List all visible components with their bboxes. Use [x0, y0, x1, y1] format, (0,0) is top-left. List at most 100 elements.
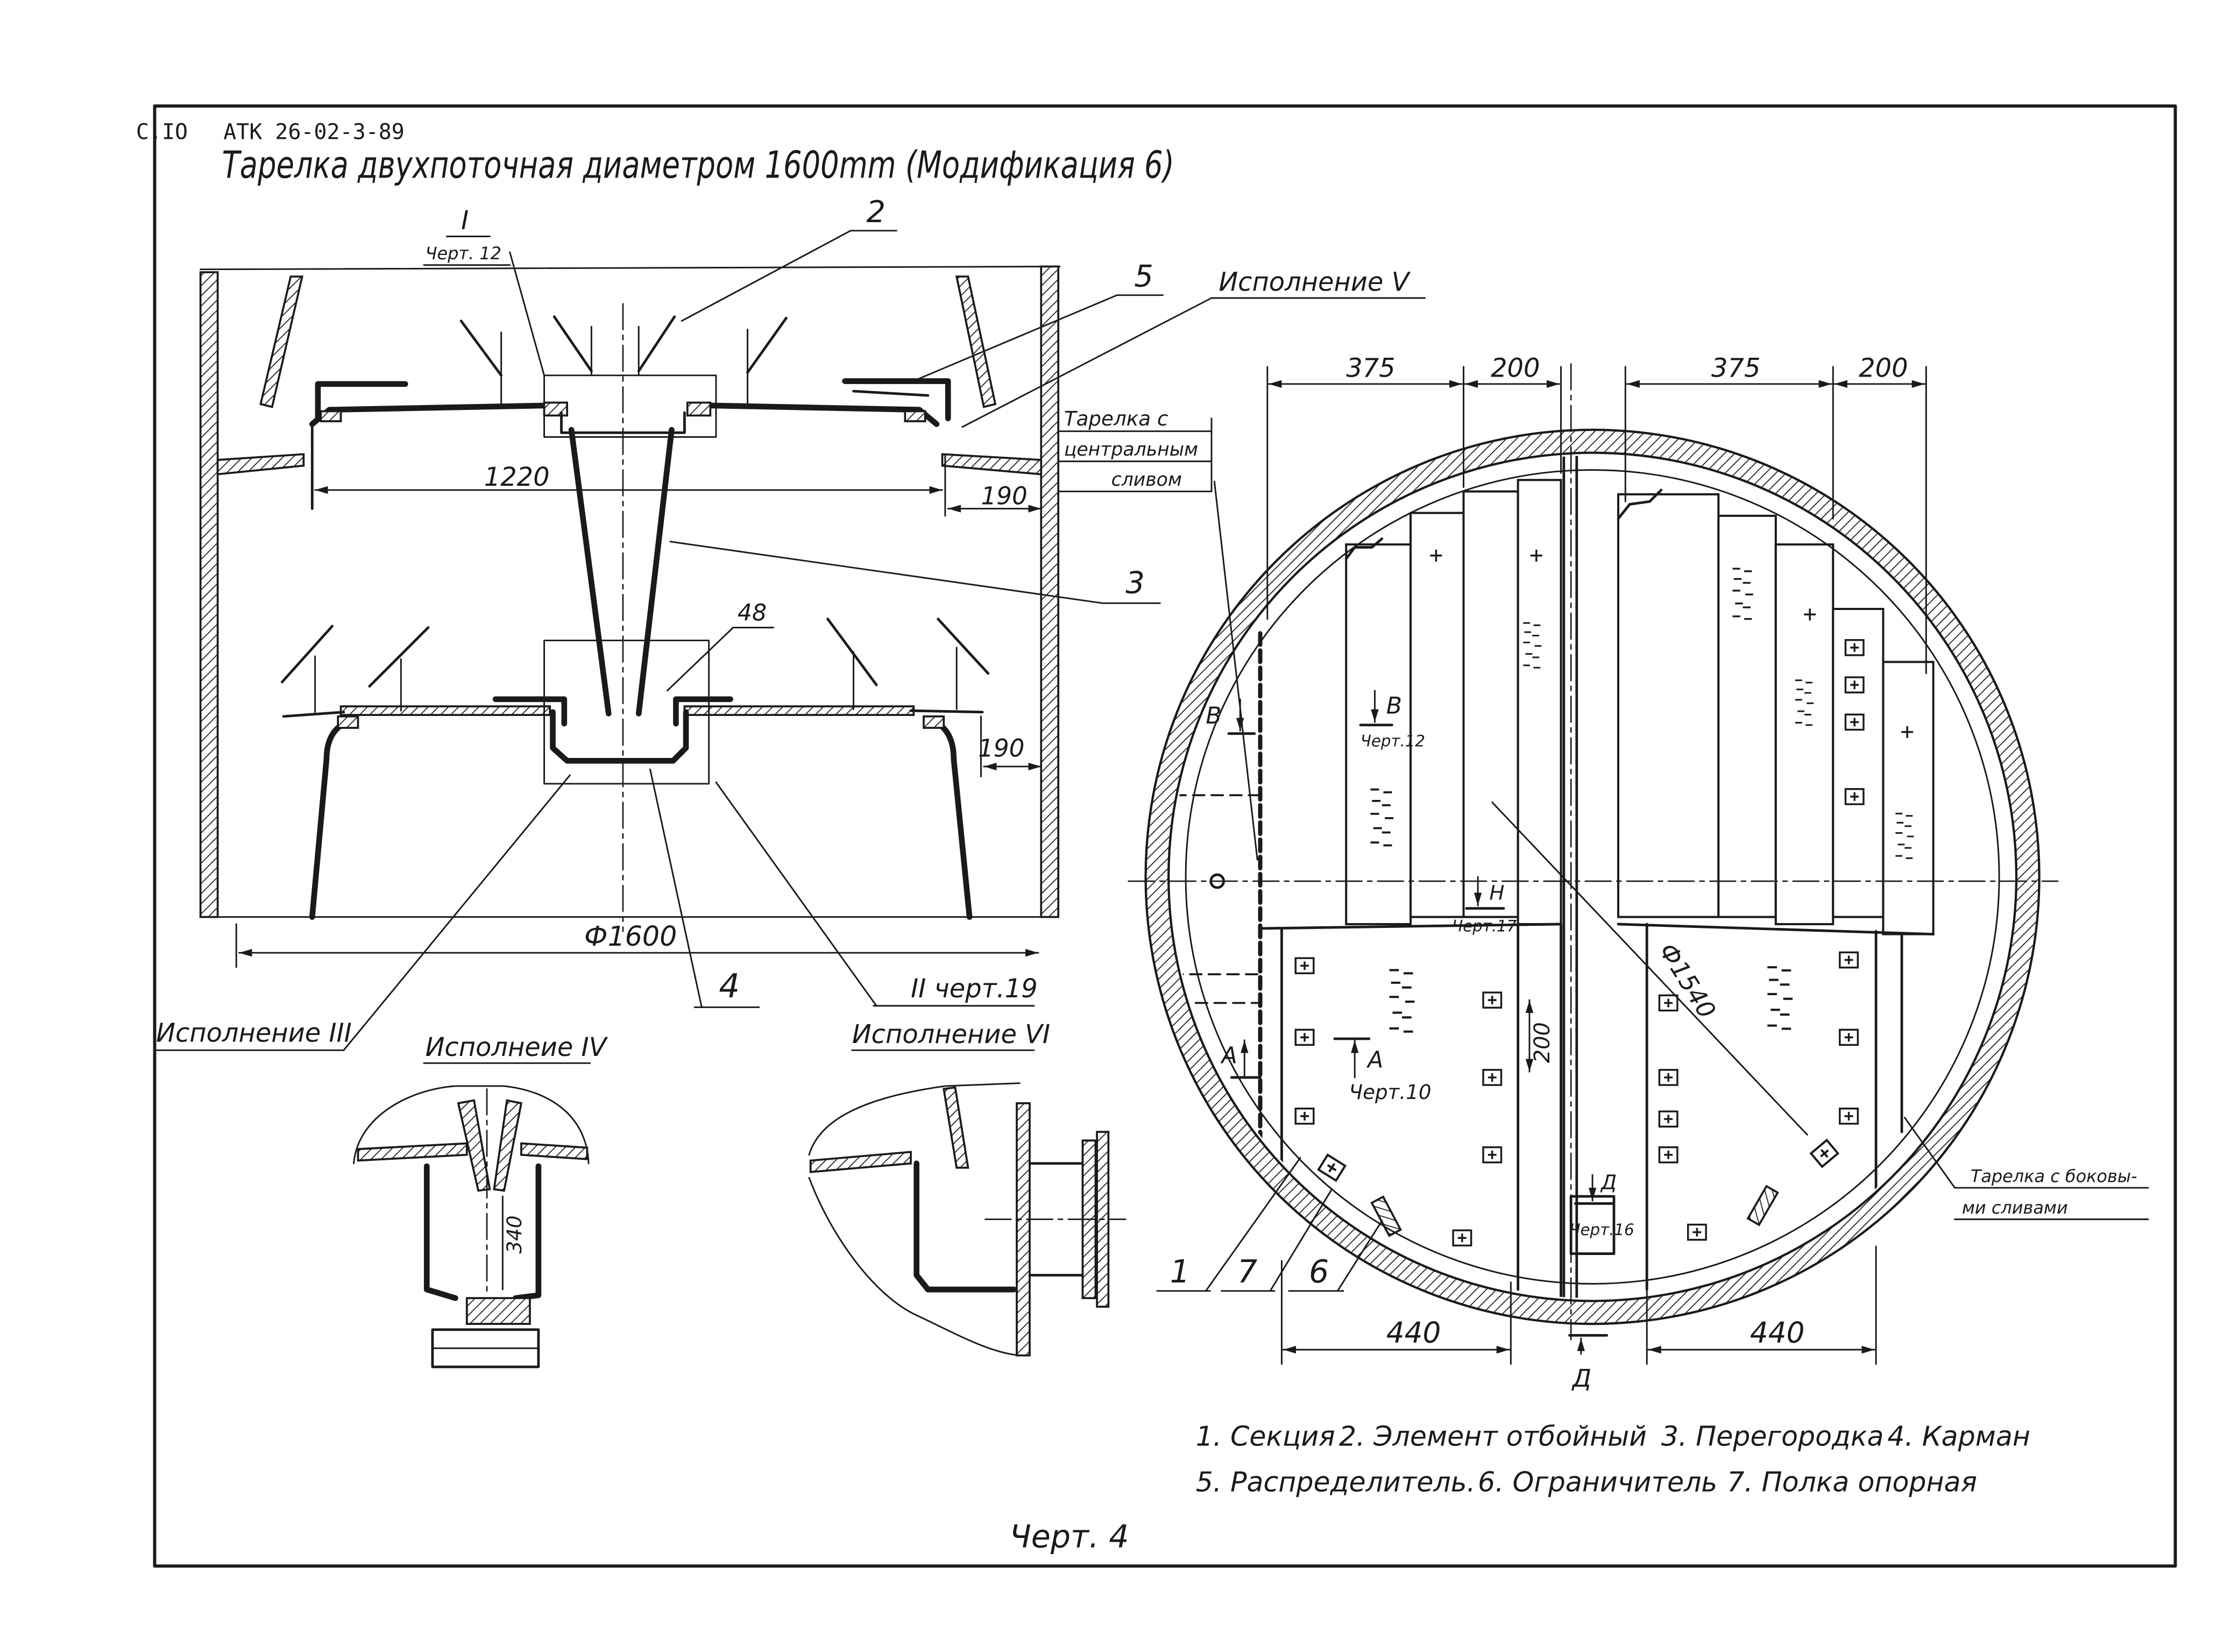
tray-plate-right — [707, 402, 940, 427]
distributor-left — [315, 381, 408, 422]
section-top-line — [200, 265, 1061, 271]
deflector-1 — [459, 320, 503, 377]
deflector-4 — [746, 316, 788, 374]
central-drain-label-3: сливом — [1111, 469, 1182, 491]
dim-190-bottom: 190 — [978, 734, 1024, 762]
detail-vi-plate — [809, 1151, 912, 1173]
lower-plate-right — [683, 705, 915, 716]
fastener-box — [1294, 1108, 1315, 1125]
sheet-number: С.IO — [136, 119, 188, 144]
document-code: АТК 26-02-3-89 — [223, 119, 405, 144]
detail-vi-wall — [1016, 1102, 1031, 1357]
section-ii-leader — [715, 781, 877, 1007]
fastener-box — [1844, 788, 1865, 805]
dim-1540-leader — [1491, 802, 1808, 1136]
section-strip — [1462, 490, 1519, 918]
variant-vi-label: Исполнение VI — [852, 1020, 1050, 1050]
plus-mark: + — [1900, 718, 1914, 745]
detail-vi-deflector — [943, 1086, 969, 1169]
callout-4-leader — [649, 768, 703, 1008]
inlet-flange-left — [543, 401, 568, 417]
fastener-box — [1452, 1229, 1472, 1247]
lower-deflector-4 — [937, 618, 990, 675]
detail-vi-skirt — [913, 1160, 1017, 1293]
section-a-left: А — [1220, 1042, 1237, 1069]
detail-vi-outline-bottom — [808, 1176, 1021, 1357]
fastener-box — [1839, 951, 1859, 969]
lower-deflector-1 — [281, 625, 334, 684]
upper-tray — [216, 315, 1043, 510]
legend-item: 3. Перегородка — [1661, 1420, 1884, 1452]
section-a-ref: Черт.10 — [1349, 1080, 1432, 1104]
support-ring-circle — [1185, 469, 2000, 1285]
fastener-box — [1844, 639, 1865, 656]
callout-6: 6 — [1309, 1253, 1329, 1290]
section-top-edge — [1617, 923, 1935, 935]
section-v-left: В — [1206, 703, 1221, 729]
lower-plate-right-edge — [909, 709, 984, 714]
partition-right — [635, 427, 675, 717]
detail-iv-deflector-right — [493, 1099, 523, 1192]
break-line — [1344, 537, 1384, 561]
title-block: С.IO АТК 26-02-3-89 Тарелка двухпоточная… — [136, 119, 1174, 187]
detail-vi-outline-top — [808, 1082, 1021, 1156]
section-d-ref: Черт.16 — [1569, 1221, 1634, 1239]
parts-legend: 1. Секция 2. Элемент отбойный 3. Перегор… — [1196, 1420, 2030, 1498]
section-strip — [1345, 543, 1412, 925]
column-shell-ring — [1144, 429, 2041, 1325]
overflow-tab-left — [492, 696, 568, 727]
pocket-frame — [543, 640, 710, 785]
section-top-edge — [1259, 923, 1562, 930]
callout-6-leader — [1336, 1219, 1383, 1292]
detail-iv-plate-right — [520, 1142, 589, 1160]
section-strip — [1410, 512, 1465, 918]
limiter — [1811, 1140, 1838, 1166]
lower-deflector-3 — [826, 618, 878, 686]
detail-vi: Исполнение VI — [808, 1020, 1127, 1357]
fastener-box — [1658, 1069, 1678, 1086]
legend-item: 6. Ограничитель — [1478, 1466, 1717, 1498]
column-section-view: 1220 190 190 Ф1600 I Черт. 12 2 5 Исполн… — [154, 195, 1426, 1051]
side-drain-leader — [1903, 1117, 1956, 1189]
variant-iii-label: Исполнение III — [156, 1018, 352, 1048]
fastener-box — [1839, 1108, 1859, 1125]
dim-48-leader — [667, 627, 734, 692]
section-strip — [1617, 493, 1720, 918]
side-drain-label-1: Тарелка с боковы- — [1971, 1166, 2137, 1186]
section-a-right: А — [1366, 1046, 1383, 1073]
perforation-texture — [1390, 970, 1415, 1031]
lower-tray — [281, 618, 990, 920]
dim-440-left: 440 — [1386, 1316, 1441, 1350]
central-drain-label-2: центральным — [1064, 439, 1198, 460]
support-shelf-left — [216, 453, 305, 476]
section-n-ref: Черт.17 — [1452, 917, 1517, 935]
support-skirt-left — [309, 720, 347, 920]
legend-item: 1. Секция — [1196, 1420, 1335, 1452]
skirt-clamp-left — [337, 715, 359, 729]
fastener-box — [1658, 1110, 1678, 1128]
dim-1600: Ф1600 — [584, 920, 677, 952]
tray-plan-view: + + + + 375 200 375 200 440 440 — [1059, 353, 2149, 1393]
limiter-box — [1746, 1185, 1779, 1226]
distributor-right — [842, 378, 951, 422]
fastener-box — [1294, 1029, 1315, 1046]
section-v-ref: Черт.12 — [1361, 732, 1425, 750]
support-skirt-right — [935, 720, 973, 920]
fastener-box — [1658, 1146, 1678, 1164]
deflector-2 — [553, 315, 593, 373]
section-i-mark: I — [461, 206, 469, 236]
dim-200-left: 200 — [1491, 353, 1540, 383]
legend-item: 7. Полка опорная — [1727, 1466, 1977, 1498]
drawing-frame — [153, 104, 2177, 1568]
wall-baffle-right — [955, 275, 997, 408]
lower-plate-left-edge — [282, 711, 345, 718]
detail-iv-outline — [353, 1085, 590, 1165]
side-drain-label-2: ми сливами — [1962, 1197, 2068, 1218]
detail-iv-deflector-left — [457, 1099, 491, 1192]
section-v-right: В — [1386, 692, 1402, 719]
fastener-box — [1294, 957, 1315, 975]
section-ii-label: II черт.19 — [911, 974, 1038, 1004]
dim-375-right: 375 — [1711, 353, 1760, 383]
dim-440-right: 440 — [1750, 1316, 1805, 1350]
